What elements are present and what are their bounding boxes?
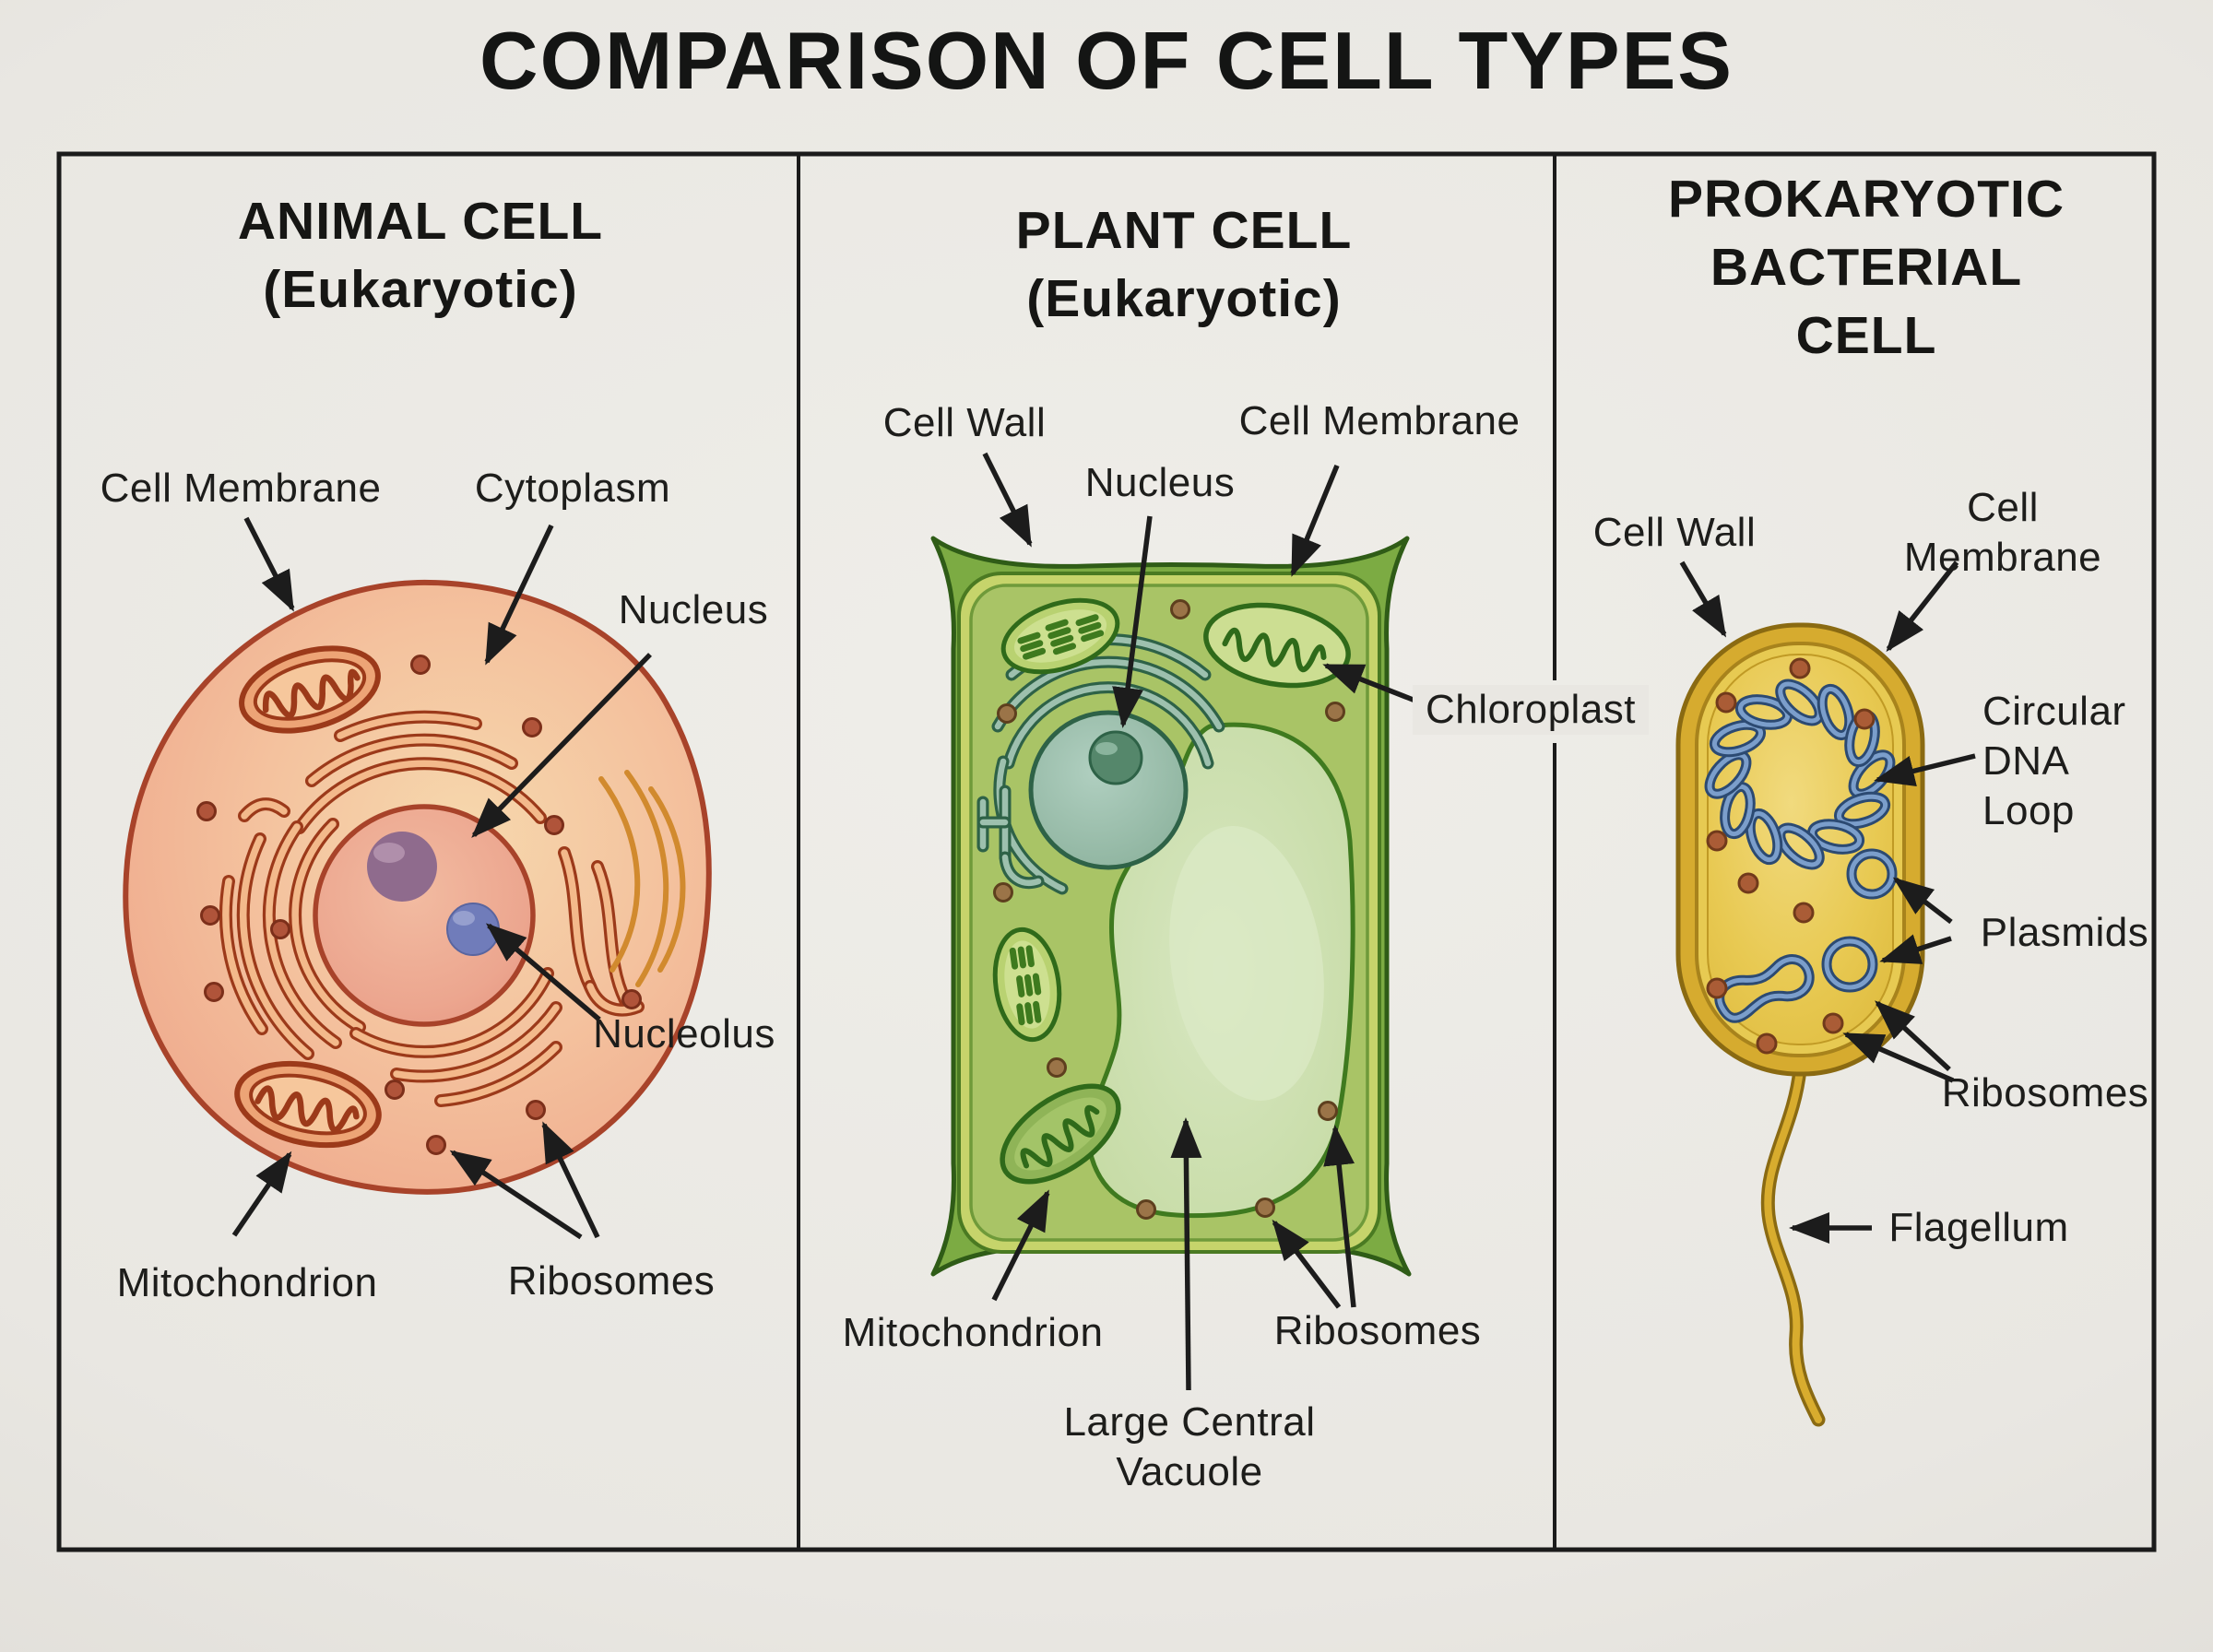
arrow-bacterial-ribosome-1	[1875, 1000, 1951, 1072]
plant-cell-illustration	[930, 536, 1412, 1277]
bacterial-ribosome-dots	[1706, 657, 1876, 1055]
arrow-bacterial-cell-membrane	[1886, 560, 1959, 653]
arrow-plant-mitochondrion	[991, 1189, 1050, 1302]
arrow-bacterial-dna	[1874, 753, 1976, 786]
arrow-plant-ribosome-1	[1272, 1219, 1342, 1309]
bacterial-flagellum-shape	[1760, 1062, 1826, 1427]
label-animal-nucleolus: Nucleolus	[593, 1011, 775, 1056]
arrow-plant-chloroplast	[1322, 663, 1422, 705]
animal-ribosome-dots	[196, 655, 642, 1155]
label-bacterial-plasmids: Plasmids	[1980, 910, 2149, 955]
label-animal-mitochondrion: Mitochondrion	[116, 1260, 378, 1305]
label-animal-cell-membrane: Cell Membrane	[100, 466, 382, 511]
label-plant-cell-membrane: Cell Membrane	[1238, 398, 1521, 443]
arrow-plant-nucleus	[1112, 515, 1153, 728]
label-plant-chloroplast: Chloroplast	[1412, 685, 1650, 735]
plant-nucleus-shape	[1028, 710, 1189, 870]
arrow-animal-ribosome-2	[541, 1121, 600, 1239]
prokaryotic-panel-header: PROKARYOTIC BACTERIAL CELL	[1667, 170, 2065, 365]
label-plant-nucleus: Nucleus	[1084, 460, 1236, 505]
arrow-animal-mitochondrion	[231, 1150, 292, 1237]
label-animal-ribosomes: Ribosomes	[507, 1258, 716, 1304]
label-bacterial-cell-wall: Cell Wall	[1592, 510, 1757, 555]
plant-ribosome-dots	[993, 599, 1345, 1220]
label-bacterial-circular-dna: Circular DNA Loop	[1982, 689, 2126, 833]
arrow-bacterial-ribosome-2	[1842, 1032, 1955, 1083]
arrow-bacterial-plasmid-2	[1879, 934, 1952, 964]
label-animal-nucleus: Nucleus	[618, 587, 769, 632]
bacterial-cell-illustration	[1675, 622, 1925, 1427]
animal-cell-illustration	[123, 579, 712, 1195]
animal-nucleus-shape	[313, 804, 536, 1027]
arrow-animal-nucleolus	[485, 923, 601, 1022]
arrow-bacterial-plasmid-1	[1892, 877, 1953, 925]
arrow-animal-cell-membrane	[243, 516, 295, 612]
label-animal-cytoplasm: Cytoplasm	[474, 466, 671, 511]
label-plant-mitochondrion: Mitochondrion	[842, 1310, 1104, 1355]
plant-chloroplast-top-left	[1000, 597, 1120, 675]
plant-chloroplast-left	[992, 926, 1062, 1043]
animal-endoplasmic-reticulum	[219, 710, 645, 1107]
bacterial-plasmids	[1714, 848, 1898, 1023]
arrow-plant-vacuole	[1170, 1117, 1202, 1391]
plant-mitochondrion-bottom	[1000, 1083, 1121, 1185]
animal-smooth-er-arcs	[598, 770, 686, 987]
animal-panel-header: ANIMAL CELL (Eukaryotic)	[237, 192, 604, 319]
arrow-plant-cell-membrane	[1290, 464, 1340, 577]
arrow-plant-cell-wall	[982, 452, 1033, 548]
label-bacterial-flagellum: Flagellum	[1888, 1205, 2069, 1250]
bacterial-circular-dna	[1704, 678, 1896, 870]
label-bacterial-ribosomes: Ribosomes	[1941, 1070, 2149, 1115]
label-plant-cell-wall: Cell Wall	[882, 400, 1047, 445]
page-title: COMPARISON OF CELL TYPES	[479, 15, 1734, 106]
animal-nucleolus-purple	[367, 832, 437, 902]
label-plant-vacuole: Large Central Vacuole	[1063, 1399, 1316, 1494]
plant-organelle-top-right	[1203, 602, 1351, 689]
arrow-plant-ribosome-2	[1323, 1125, 1356, 1308]
animal-mitochondrion-top	[239, 645, 381, 734]
table-frame	[56, 151, 2157, 1552]
callout-arrows	[231, 452, 1976, 1391]
arrow-animal-nucleus	[471, 653, 652, 838]
plant-panel-header: PLANT CELL (Eukaryotic)	[1015, 201, 1353, 328]
label-plant-ribosomes: Ribosomes	[1273, 1308, 1482, 1353]
arrow-animal-ribosome-1	[449, 1150, 583, 1240]
animal-mitochondrion-bottom	[234, 1060, 382, 1149]
arrow-bacterial-cell-wall	[1679, 560, 1727, 638]
label-bacterial-cell-membrane: Cell Membrane	[1903, 485, 2102, 580]
arrow-animal-cytoplasm	[484, 524, 554, 666]
